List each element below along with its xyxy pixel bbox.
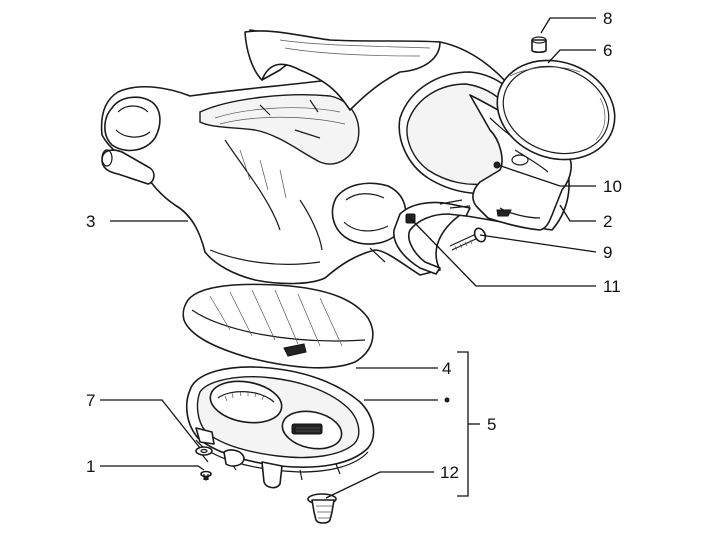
callout-1: 1 [86,457,95,476]
callout-8: 8 [603,9,612,28]
callout-7: 7 [86,391,95,410]
callout-3: 3 [86,212,95,231]
leader-9 [479,234,597,253]
leader-5-dot [444,397,450,403]
callout-12: 12 [440,463,459,482]
instrument-lens [182,283,374,369]
leader-11 [410,218,596,287]
bolt-part [449,227,487,251]
callout-2: 2 [603,212,612,231]
callout-9: 9 [603,243,612,262]
leader-1 [100,465,205,471]
leader-2 [559,204,596,222]
leader-12 [325,471,434,499]
callout-10: 10 [603,177,622,196]
instrument-ring [496,59,616,161]
instrument-body [185,366,375,489]
leader-6 [547,49,596,64]
leader-7 [100,399,201,449]
callout-11: 11 [603,277,621,296]
leader-8 [540,17,596,34]
callout-4: 4 [442,359,451,378]
handlebar-cover [100,29,570,285]
callout-5: 5 [487,415,496,434]
callout-6: 6 [603,41,612,60]
cap-plug [531,36,547,54]
callout-labels: 8 6 10 2 9 11 3 4 5 7 1 12 [86,9,622,482]
leader-lines [100,17,597,499]
washer-part [195,446,213,456]
leader-10 [497,164,596,187]
bulb-holder [307,493,337,524]
screw-part [200,470,212,481]
